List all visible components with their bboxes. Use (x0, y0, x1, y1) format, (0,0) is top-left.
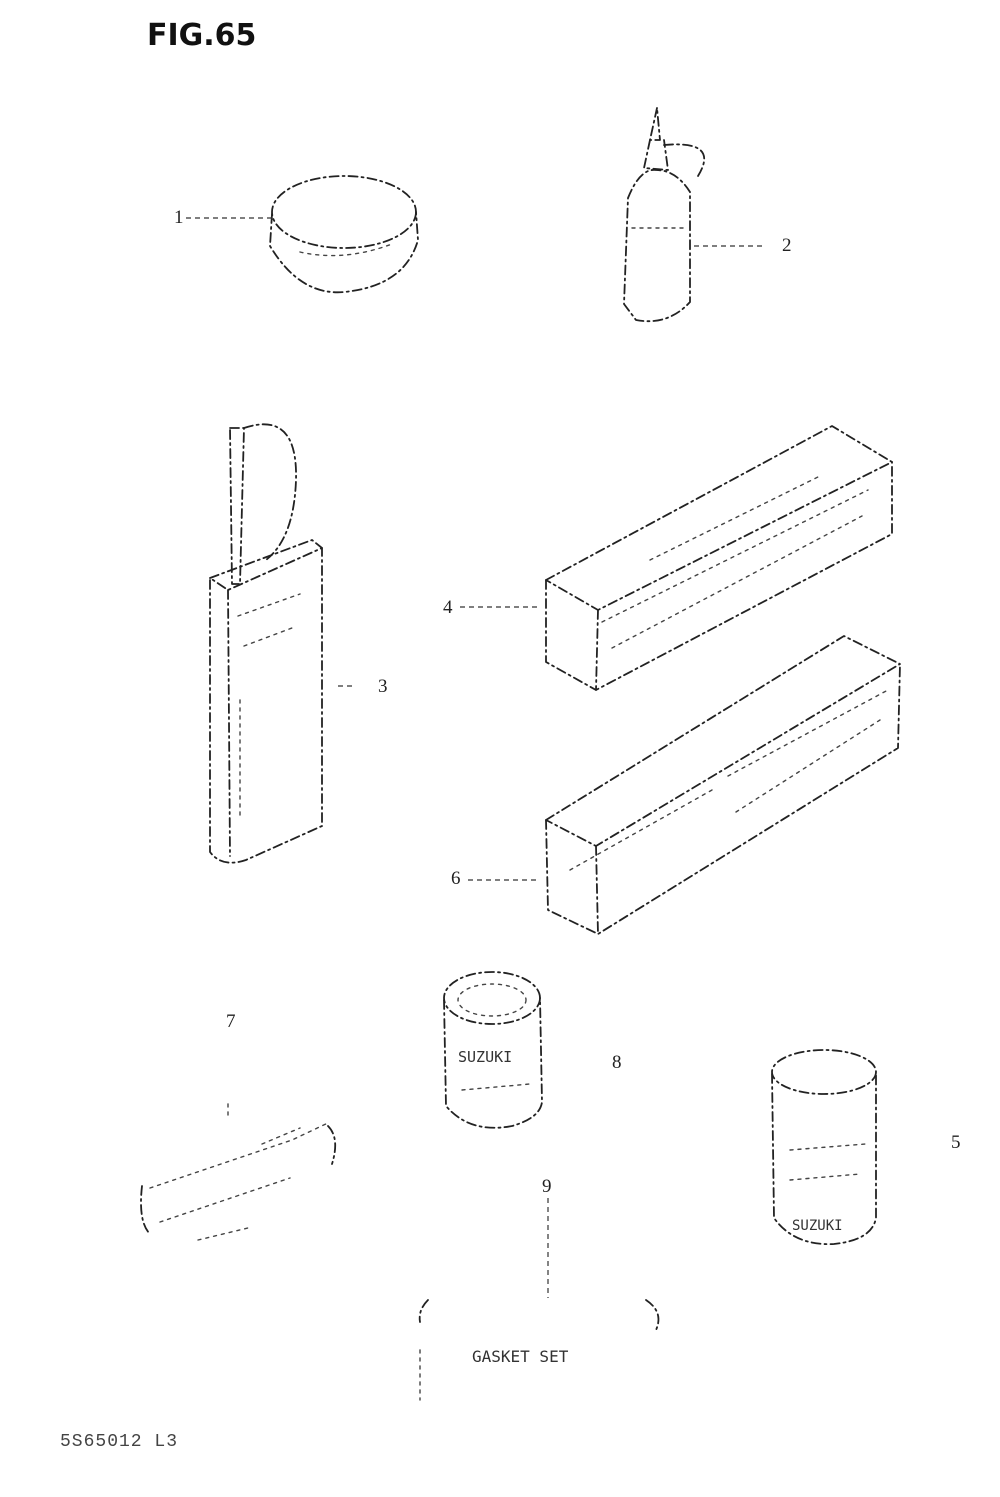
callout-1: 1 (174, 207, 184, 228)
part-9-gasket-envelope: GASKET SET (418, 1198, 660, 1401)
envelope-9-label-text: GASKET SET (472, 1347, 569, 1366)
part-2-bottle (623, 107, 762, 323)
part-1-round-tin (186, 175, 419, 294)
figure-code: 5S65012 L3 (60, 1432, 179, 1452)
callout-2: 2 (782, 235, 792, 256)
part-5-can: SUZUKI (771, 1049, 877, 1245)
callout-4: 4 (443, 597, 453, 618)
figure-title: FIG.65 (147, 18, 257, 53)
callout-7: 7 (226, 1011, 236, 1032)
can-5-brand-text: SUZUKI (792, 1218, 843, 1234)
callout-9: 9 (542, 1176, 552, 1197)
part-7-tube (140, 1103, 337, 1241)
part-4-box (460, 425, 893, 691)
callout-6: 6 (451, 868, 461, 889)
callout-5: 5 (951, 1132, 961, 1153)
callout-3: 3 (378, 676, 388, 697)
part-8-can: SUZUKI (443, 971, 543, 1129)
part-3-oil-can (209, 423, 356, 864)
callout-8: 8 (612, 1052, 622, 1073)
part-6-box (468, 635, 901, 935)
can-8-brand-text: SUZUKI (458, 1048, 512, 1066)
